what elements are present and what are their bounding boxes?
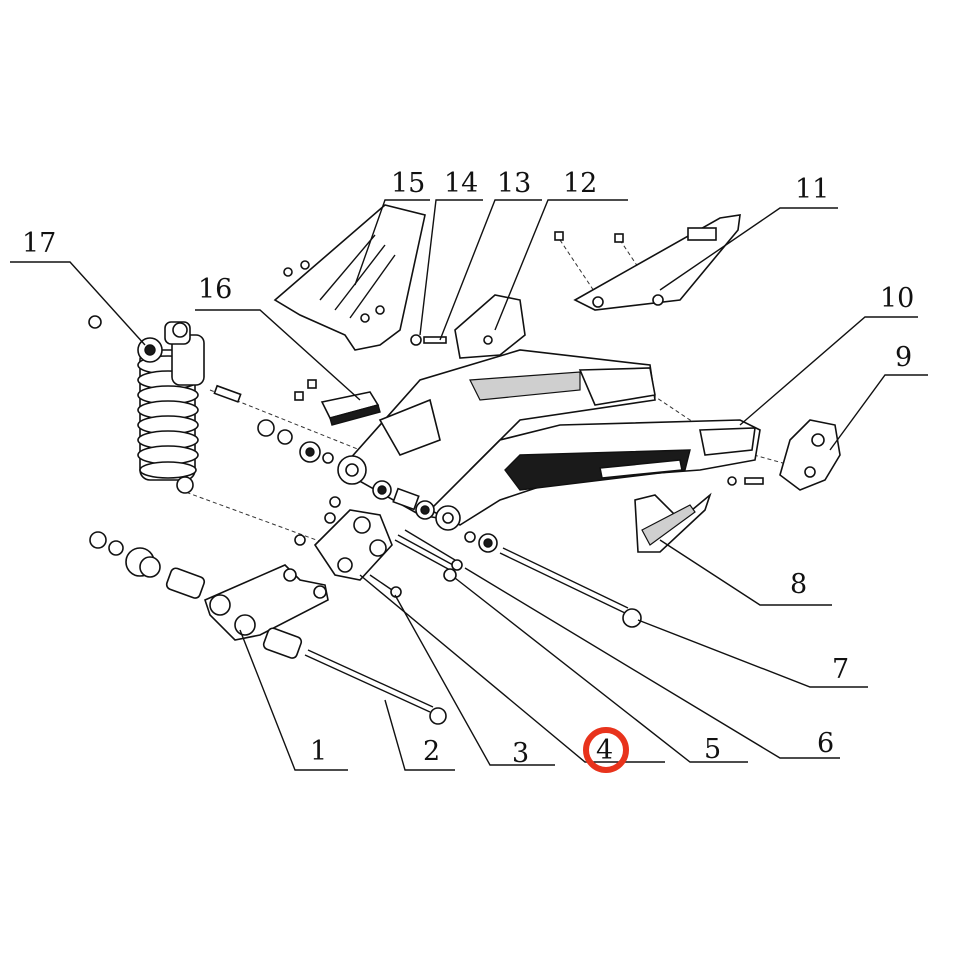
callout-6: 6	[817, 728, 834, 759]
callout-17: 17	[22, 228, 56, 259]
callout-15: 15	[391, 168, 425, 199]
callout-2: 2	[423, 736, 440, 767]
callout-11: 11	[795, 174, 829, 205]
callout-14: 14	[444, 168, 478, 199]
callout-9: 9	[895, 342, 912, 373]
linkage-rocker	[294, 496, 393, 581]
bracket-12	[454, 294, 526, 359]
callout-8: 8	[790, 569, 807, 600]
highlight-ring	[583, 727, 629, 773]
callout-16: 16	[198, 274, 232, 305]
leader-lines	[10, 199, 928, 771]
chain-guard	[554, 214, 741, 311]
bolt-6	[404, 529, 463, 571]
callout-10: 10	[880, 283, 914, 314]
callout-7: 7	[832, 654, 849, 685]
bolt-7	[499, 547, 642, 628]
bolt-2	[304, 649, 447, 725]
small-bolt-13-14	[410, 334, 447, 346]
bolt-4	[369, 574, 402, 598]
chain-slider	[634, 492, 712, 553]
linkage-dogbone	[204, 564, 329, 641]
mudguard	[273, 204, 426, 351]
shock-absorber	[88, 315, 205, 494]
bolt-5	[394, 534, 457, 582]
lower-linkage-hardware	[89, 531, 303, 659]
callout-5: 5	[704, 734, 721, 765]
swingarm	[337, 349, 761, 531]
pivot-washers-bearings	[213, 384, 498, 553]
callout-12: 12	[563, 168, 597, 199]
callout-13: 13	[497, 168, 531, 199]
callout-3: 3	[512, 738, 529, 769]
callout-4: 4	[596, 735, 613, 766]
callout-1: 1	[310, 736, 327, 767]
callout-labels: 1 2 3 4 5 6 7 8 9 10 11 12 13 14 15 16 1…	[22, 168, 914, 769]
chain-adjuster	[727, 419, 841, 491]
rubber-block-16	[294, 379, 381, 426]
